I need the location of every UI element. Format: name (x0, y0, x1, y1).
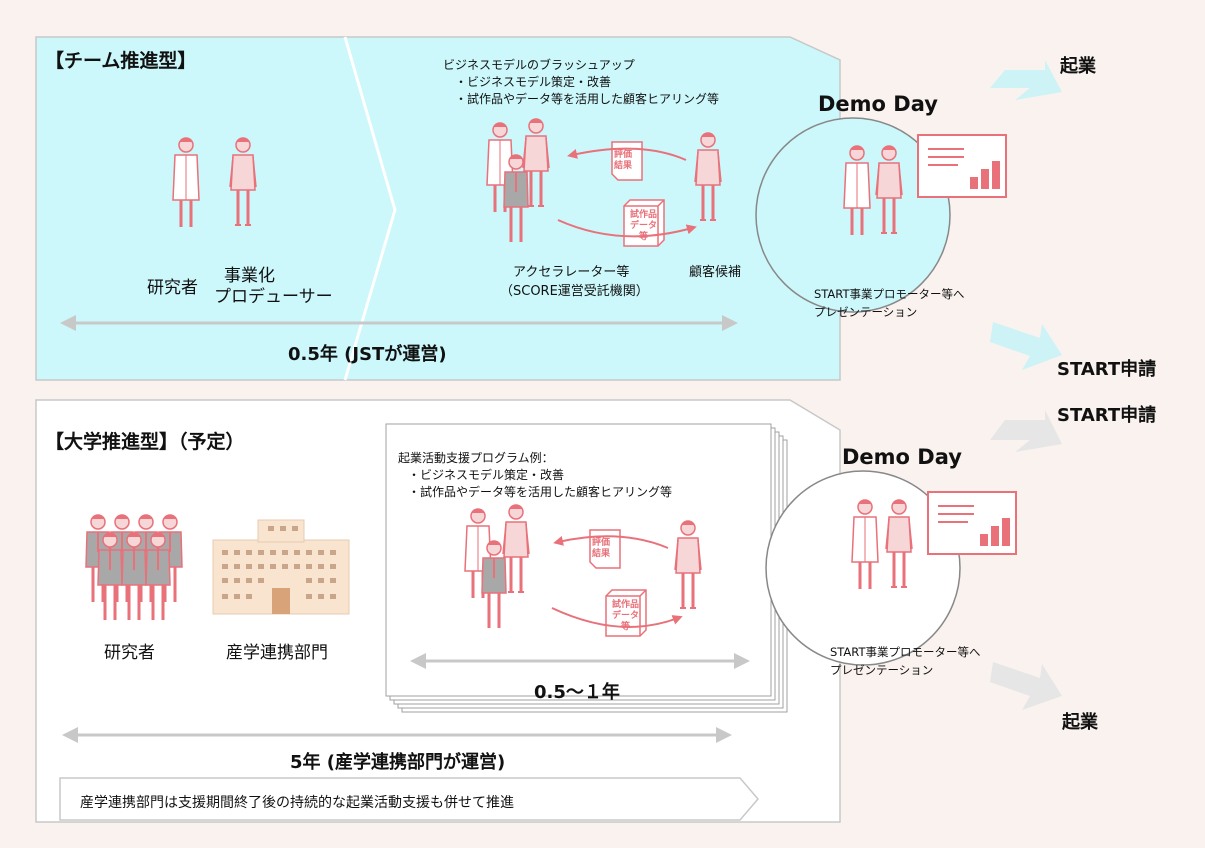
uni-outcome-bottom: 起業 (1062, 712, 1098, 733)
uni-researcher-label: 研究者 (104, 643, 155, 663)
university-building (212, 519, 350, 615)
team-loop-lower (557, 219, 697, 238)
team-presentation-1: START事業プロモーター等へ (814, 287, 965, 301)
team-program-item2: ・試作品やデータ等を活用した顧客ヒアリング等 (455, 92, 720, 106)
uni-presentation-2: プレゼンテーション (830, 663, 934, 677)
uni-department-label: 産学連携部門 (226, 643, 328, 663)
uni-program-item1: ・ビジネスモデル策定・改善 (408, 468, 565, 482)
team-program-item1: ・ビジネスモデル策定・改善 (455, 75, 612, 89)
team-producer-label-2: プロデューサー (214, 287, 333, 307)
team-accelerator-label: アクセラレーター等 (513, 265, 630, 280)
team-outcome-bottom: START申請 (1057, 359, 1157, 380)
team-researcher-label: 研究者 (147, 278, 198, 298)
team-arrow-up (990, 60, 1062, 100)
uni-doc-proto-label: 試作品 データ 等 (612, 600, 640, 632)
uni-outcome-top: START申請 (1057, 405, 1157, 426)
uni-loop-lower (551, 607, 683, 628)
uni-demo-day: Demo Day (842, 445, 962, 469)
uni-duration: 5年 (産学連携部門が運営) (290, 752, 506, 773)
team-doc-eval-label: 評価 結果 (614, 150, 633, 171)
note-box (59, 777, 759, 821)
team-outcome-top: 起業 (1060, 56, 1096, 77)
team-heading: 【チーム推進型】 (45, 50, 197, 72)
team-producer-label-1: 事業化 (224, 266, 275, 286)
team-accelerator-sub: （SCORE運営受託機関） (500, 284, 649, 299)
uni-presentation-1: START事業プロモーター等へ (830, 645, 981, 659)
team-presentation-2: プレゼンテーション (814, 305, 918, 319)
uni-doc-eval-label: 評価 結果 (592, 538, 611, 559)
uni-heading: 【大学推進型】（予定） (45, 431, 245, 453)
uni-program-duration: 0.5～１年 (534, 682, 620, 703)
uni-demo-circle (765, 470, 961, 666)
team-arrow-down (990, 322, 1062, 370)
program-sheet (385, 423, 772, 697)
team-program-title: ビジネスモデルのブラッシュアップ (443, 58, 635, 72)
uni-arrow-up (990, 410, 1062, 452)
team-panel (35, 36, 841, 381)
uni-program-title: 起業活動支援プログラム例： (398, 451, 554, 465)
team-customer-label: 顧客候補 (689, 265, 742, 280)
uni-program-item2: ・試作品やデータ等を活用した顧客ヒアリング等 (408, 485, 673, 499)
team-duration: 0.5年 (JSTが運営) (288, 344, 447, 365)
uni-arrow-down (990, 662, 1062, 710)
team-doc-proto-label: 試作品 データ 等 (630, 210, 658, 242)
team-loop-upper (567, 147, 687, 161)
team-demo-day: Demo Day (818, 92, 938, 116)
uni-note: 産学連携部門は支援期間終了後の持続的な起業活動支援も併せて推進 (80, 795, 514, 811)
uni-loop-upper (553, 535, 669, 549)
